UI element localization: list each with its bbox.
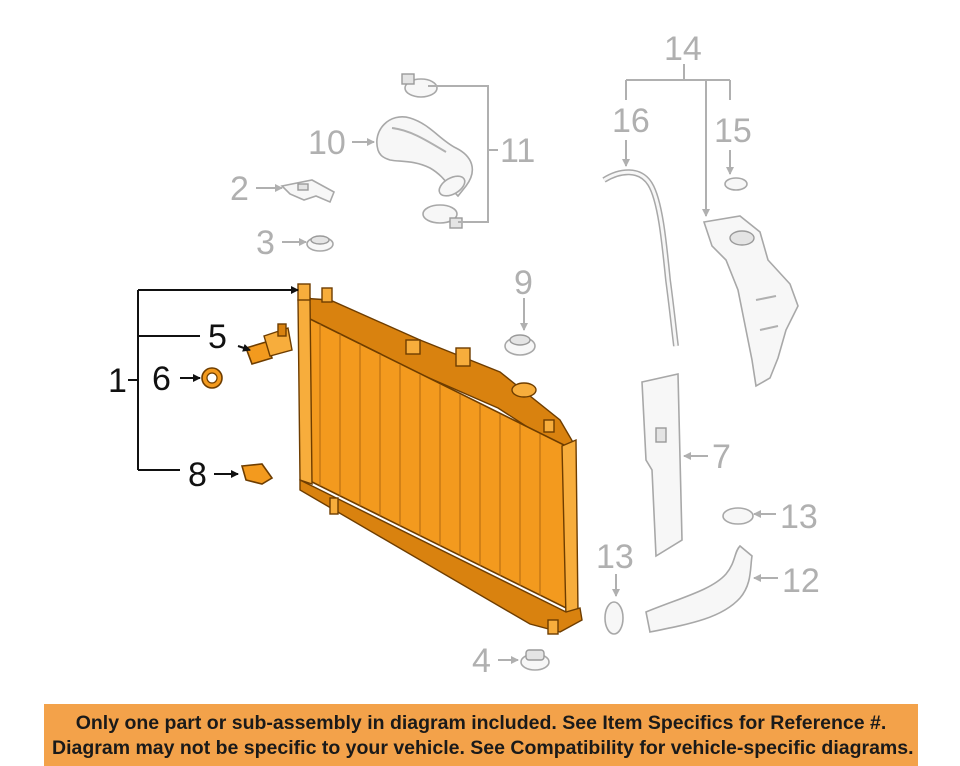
- callout-8: 8: [188, 456, 207, 494]
- callout-6: 6: [152, 360, 171, 398]
- bracket-part-2: [280, 179, 336, 204]
- disclaimer-line-1: Only one part or sub-assembly in diagram…: [75, 712, 887, 734]
- exploded-view-svg: 1 5 6 8 2 3 4 7 9 10 11 12 13 13 14 15 1…: [108, 30, 820, 680]
- callout-5: 5: [208, 318, 227, 356]
- upper-hose-part-10: [376, 116, 474, 198]
- disclaimer-banner: Only one part or sub-assembly in diagram…: [44, 704, 918, 766]
- drain-cock-part-5: [244, 323, 293, 365]
- callout-12: 12: [782, 562, 820, 600]
- hose-clamp-part-11-lower: [422, 204, 463, 229]
- radiator-part-1: [297, 283, 583, 635]
- disclaimer-line-2: Diagram may not be specific to your vehi…: [52, 737, 914, 759]
- hose-clamp-part-13-bottom: [604, 601, 624, 635]
- leader-lines-gray: [256, 64, 778, 664]
- lower-hose-part-12: [645, 544, 753, 633]
- overflow-tube-part-16: [602, 169, 679, 347]
- callout-13-right: 13: [780, 498, 818, 536]
- grommet-part-3: [306, 235, 334, 252]
- hose-clamp-part-11-upper: [401, 73, 438, 98]
- mount-part-8: [240, 463, 274, 485]
- hose-clamp-part-13-right: [722, 507, 754, 525]
- shroud-part-7: [641, 373, 683, 558]
- grommet-part-4: [520, 649, 550, 671]
- callout-7: 7: [712, 438, 731, 476]
- callout-3: 3: [256, 224, 275, 262]
- radiator-cap-part-9: [504, 334, 536, 356]
- callout-1: 1: [108, 362, 127, 400]
- callout-16: 16: [612, 102, 650, 140]
- callout-11: 11: [500, 132, 535, 170]
- callout-2: 2: [230, 170, 249, 208]
- callout-4: 4: [472, 642, 491, 680]
- reservoir-cap-part-15: [724, 177, 748, 191]
- callout-14: 14: [664, 30, 702, 68]
- leader-lines-black: [128, 286, 299, 478]
- callout-9: 9: [514, 264, 533, 302]
- o-ring-part-6: [201, 367, 223, 389]
- callout-15: 15: [714, 112, 752, 150]
- callout-10: 10: [308, 124, 346, 162]
- callout-13-bottom: 13: [596, 538, 634, 576]
- callout-labels: 1 5 6 8 2 3 4 7 9 10 11 12 13 13 14 15 1…: [108, 30, 820, 680]
- reservoir-tank-part-14: [702, 215, 799, 388]
